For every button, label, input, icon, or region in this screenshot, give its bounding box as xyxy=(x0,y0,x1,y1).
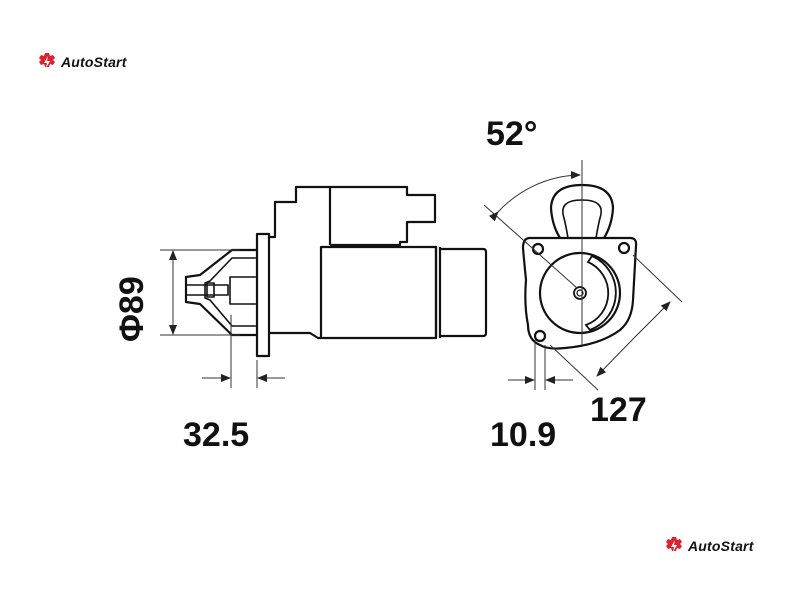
front-view xyxy=(521,183,638,350)
brand-logo-top: AutoStart xyxy=(37,52,127,72)
diameter-dimension xyxy=(160,249,240,336)
brand-name: AutoStart xyxy=(688,538,754,554)
front-offset-label: 10.9 xyxy=(490,416,556,454)
gear-bolt-icon xyxy=(666,537,682,552)
diameter-label: Φ89 xyxy=(113,276,151,342)
flange-offset-dimension xyxy=(202,315,285,388)
gear-bolt-icon xyxy=(39,53,55,68)
angle-label: 52° xyxy=(486,115,537,153)
diagonal-label: 127 xyxy=(590,391,647,429)
brand-name: AutoStart xyxy=(61,54,127,70)
side-view xyxy=(184,185,488,358)
flange-offset-label: 32.5 xyxy=(183,416,249,454)
brand-logo-bottom: AutoStart xyxy=(664,536,754,556)
front-view-construction-lines xyxy=(483,160,683,391)
